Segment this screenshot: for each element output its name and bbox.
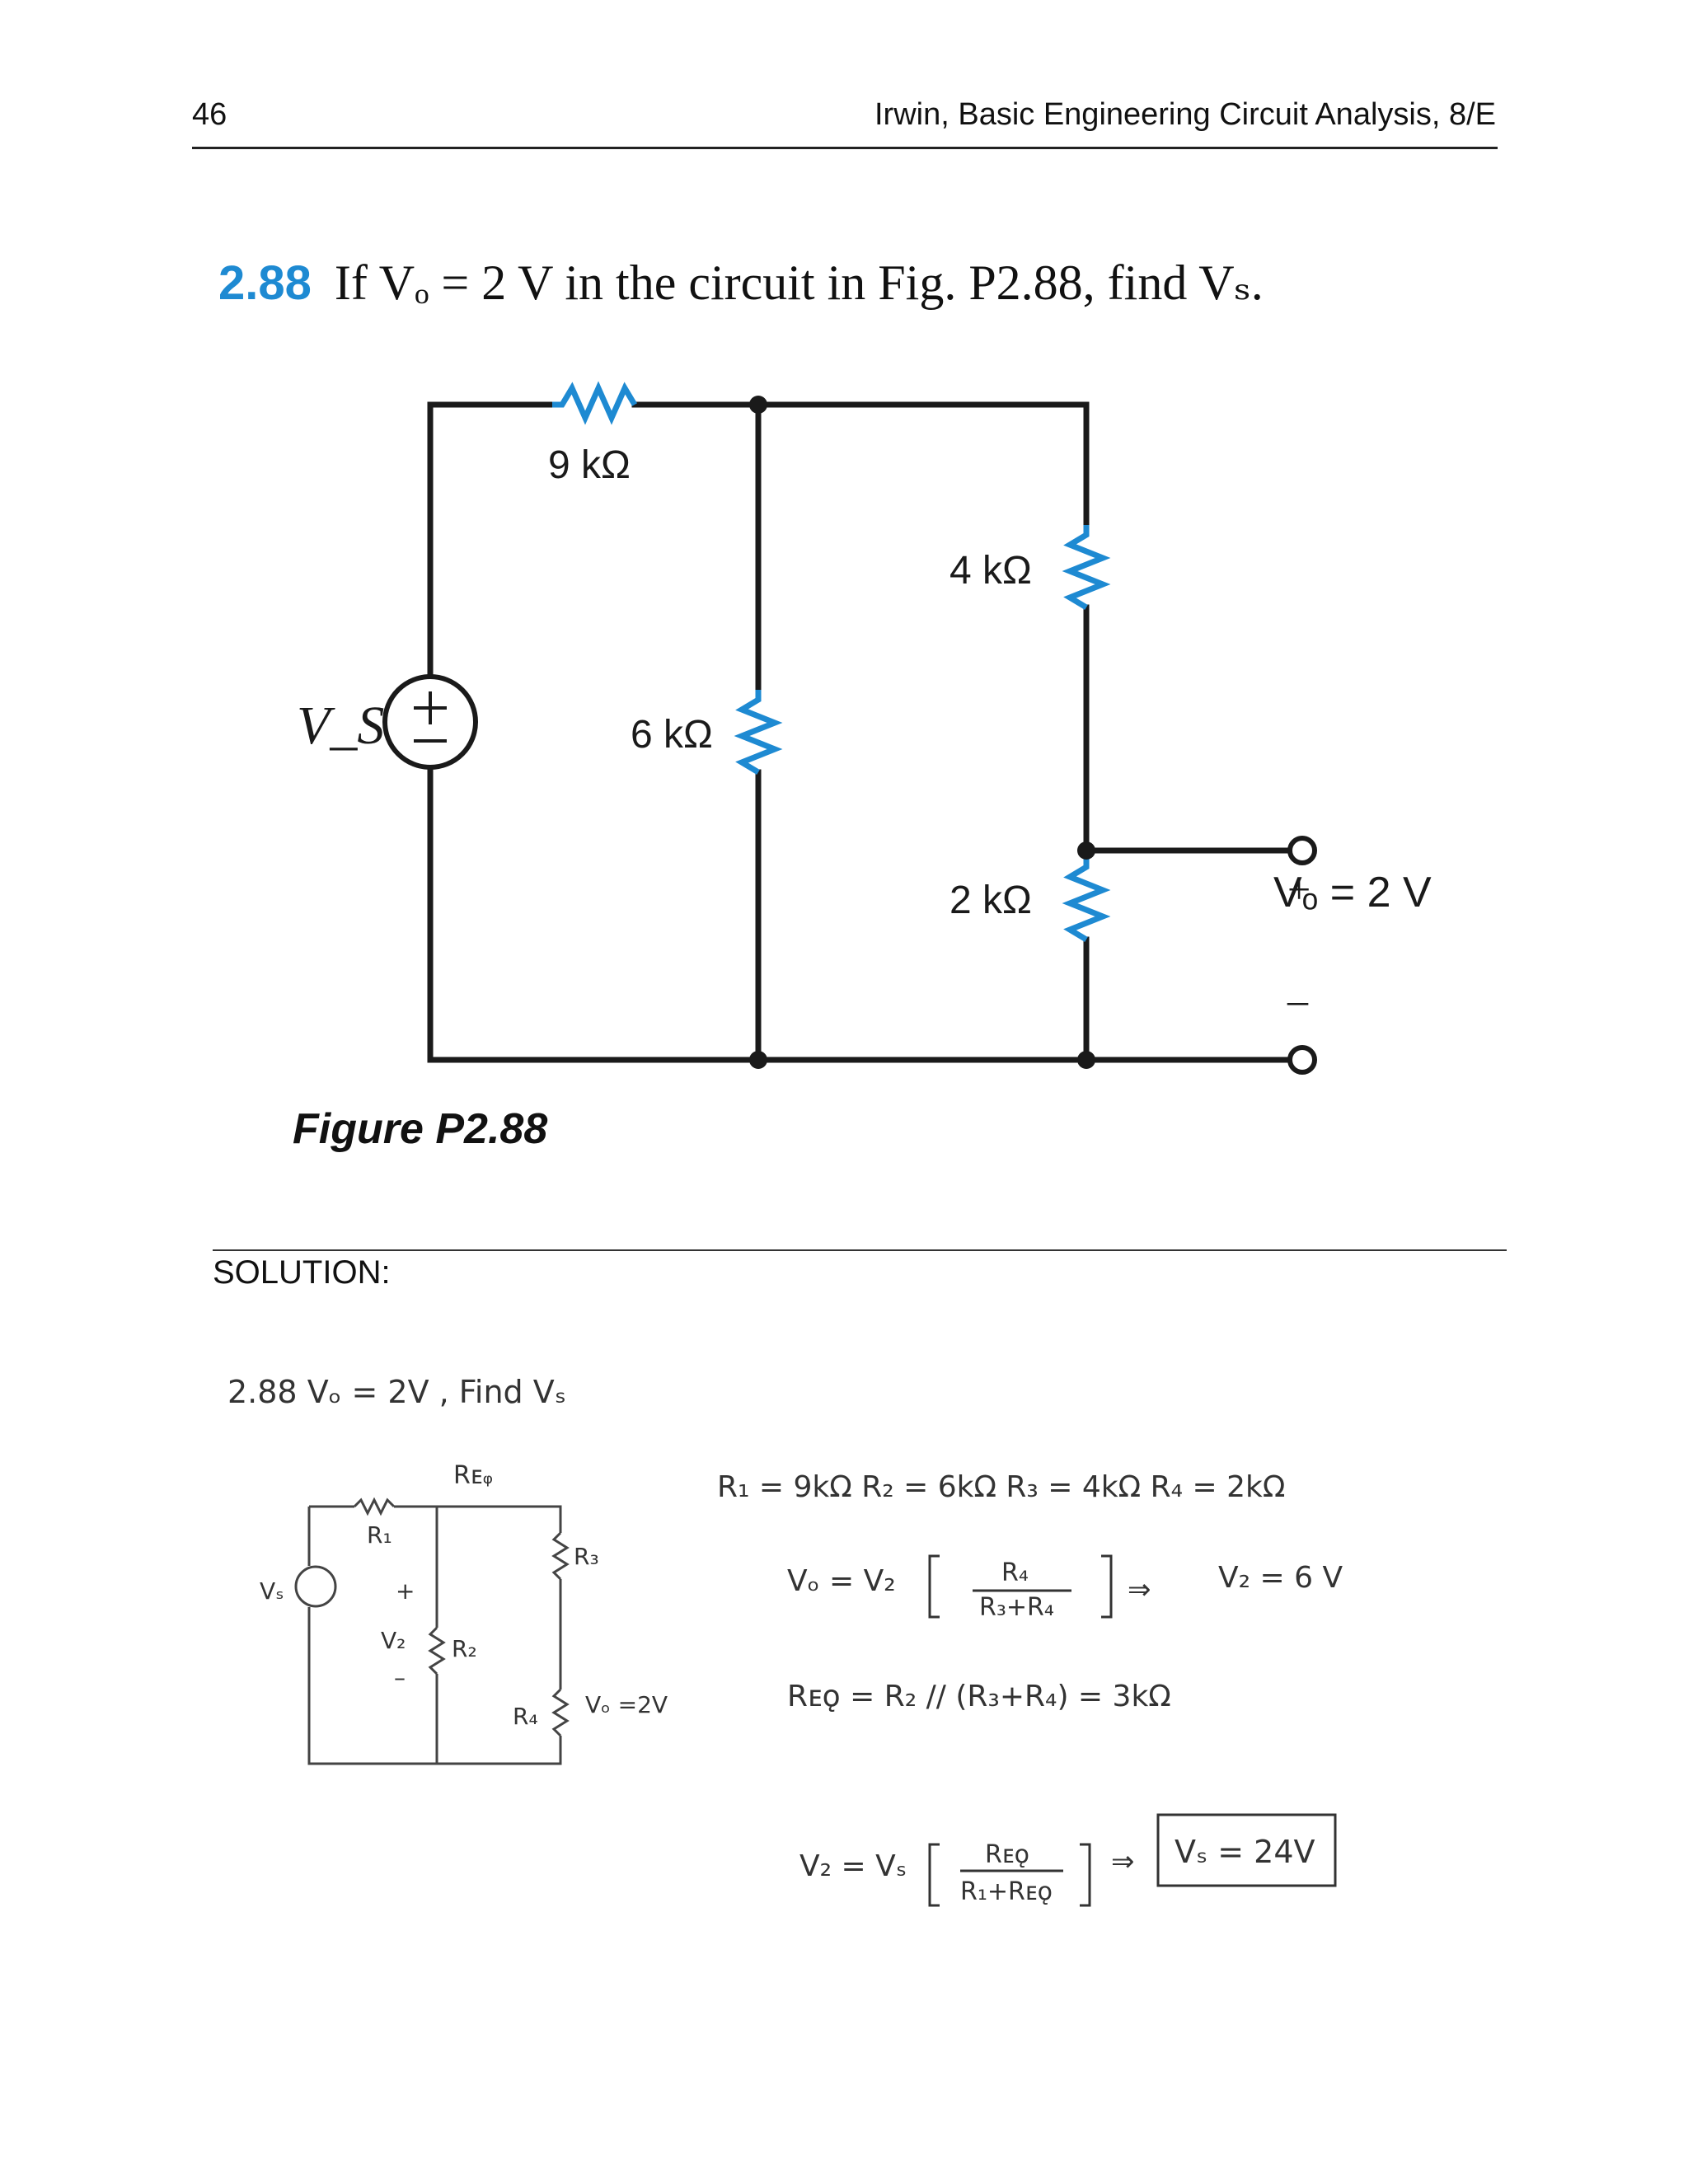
output-plus-sign: + [1287, 866, 1311, 912]
hw-eq3-num: Rᴇǫ [985, 1840, 1029, 1869]
resistor-9k-label: 9 kΩ [548, 443, 631, 487]
hw-eq3-lhs: V₂ = Vₛ [799, 1849, 907, 1883]
resistor-6k [734, 690, 783, 776]
hw-values: R₁ = 9kΩ R₂ = 6kΩ R₃ = 4kΩ R₄ = 2kΩ [717, 1470, 1285, 1504]
output-minus-sign: – [1287, 977, 1309, 1023]
problem-text: If Vₒ = 2 V in the circuit in Fig. P2.88… [334, 255, 1264, 310]
junction-dot [1077, 841, 1095, 860]
hw-sketch-r3: R₃ [574, 1543, 599, 1570]
hw-eq2: Rᴇǫ = R₂ // (R₃+R₄) = 3kΩ [787, 1680, 1171, 1713]
hw-sketch-vo: Vₒ =2V [585, 1691, 668, 1718]
solution-divider [213, 1249, 1507, 1251]
hw-eq1-lhs: Vₒ = V₂ [787, 1564, 896, 1598]
handwritten-solution: 2.88 Vₒ = 2V , Find Vₛ Rᴇᵩ Vₛ R₁ R₂ R₃ R… [227, 1374, 1343, 1907]
problem-statement: 2.88 If Vₒ = 2 V in the circuit in Fig. P… [218, 254, 1264, 312]
resistor-9k [552, 381, 638, 425]
junction-dot [749, 1051, 767, 1069]
junction-dot [1077, 1051, 1095, 1069]
hw-sketch-circuit [294, 1497, 570, 1765]
hw-sketch-v2: V₂ [381, 1627, 406, 1654]
hw-answer: Vₛ = 24V [1175, 1834, 1315, 1870]
resistor-4k [1062, 525, 1111, 611]
resistor-2k [1062, 856, 1111, 943]
hw-sketch-plus: + [396, 1577, 415, 1605]
circuit-figure: V_S 9 kΩ 6 kΩ 4 kΩ 2 kΩ + – Vₒ = 2 V [297, 381, 1432, 1075]
svg-text:⇒: ⇒ [1111, 1845, 1135, 1878]
output-voltage-label: Vₒ = 2 V [1273, 869, 1432, 916]
svg-text:⇒: ⇒ [1128, 1573, 1151, 1606]
junction-dot [749, 396, 767, 414]
solution-label: SOLUTION: [213, 1254, 391, 1291]
output-terminal-positive [1287, 836, 1317, 865]
hw-sketch-vs: Vₛ [260, 1577, 284, 1605]
hw-sketch-r1: R₁ [367, 1521, 392, 1549]
hw-sketch-r4: R₄ [513, 1703, 538, 1730]
hw-sketch-minus: – [394, 1664, 406, 1691]
resistor-6k-label: 6 kΩ [631, 713, 713, 757]
hw-req-tag: Rᴇᵩ [453, 1461, 493, 1490]
figure-caption: Figure P2.88 [293, 1105, 548, 1153]
hw-sketch-r2: R₂ [452, 1635, 477, 1662]
hw-given: 2.88 Vₒ = 2V , Find Vₛ [227, 1374, 566, 1410]
output-terminal-negative [1287, 1045, 1317, 1075]
page-number: 46 [192, 97, 227, 132]
resistor-2k-label: 2 kΩ [950, 879, 1032, 922]
hw-eq1-den: R₃+R₄ [979, 1593, 1054, 1622]
book-title: Irwin, Basic Engineering Circuit Analysi… [874, 97, 1496, 132]
hw-eq1-result: V₂ = 6 V [1218, 1561, 1343, 1595]
source-label: V_S [297, 696, 384, 756]
hw-eq3-den: R₁+Rᴇǫ [960, 1877, 1053, 1906]
resistor-4k-label: 4 kΩ [950, 549, 1032, 593]
header-divider [192, 147, 1498, 149]
hw-eq1-num: R₄ [1001, 1558, 1029, 1587]
problem-number: 2.88 [218, 256, 312, 310]
